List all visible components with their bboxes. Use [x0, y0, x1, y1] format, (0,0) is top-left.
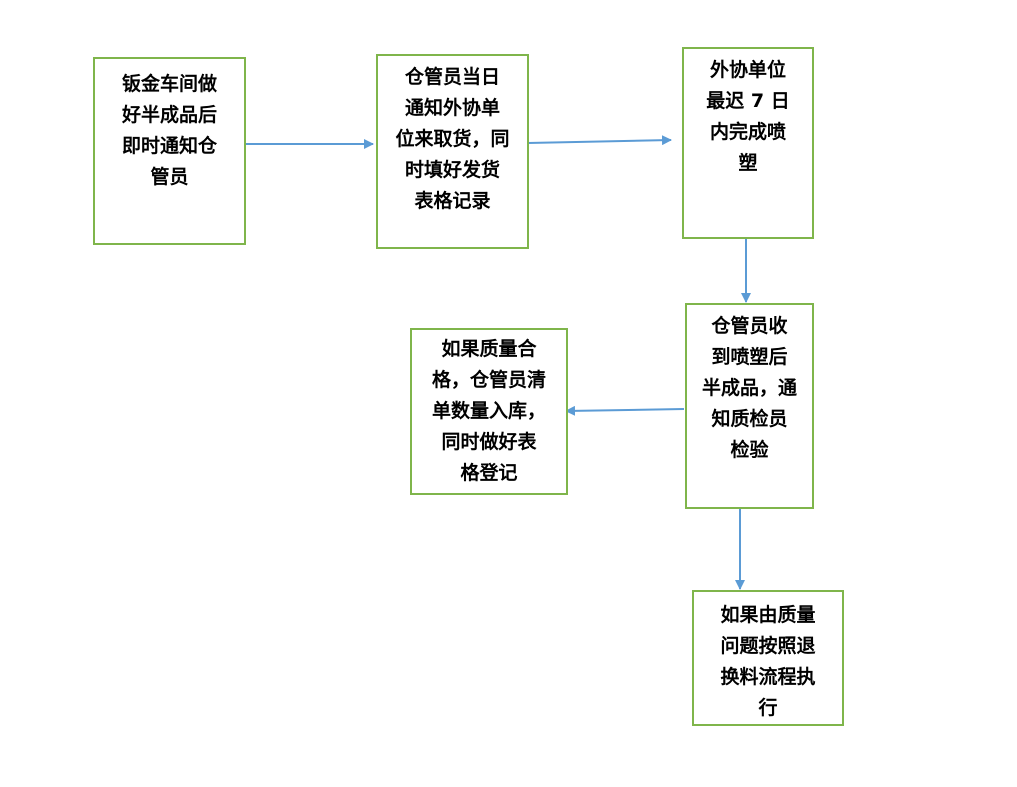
node-text: 知质检员: [711, 408, 788, 430]
node-text: 单数量入库，: [431, 400, 546, 422]
node-text: 如果质量合: [441, 338, 537, 360]
node-text: 仓管员当日: [404, 66, 500, 88]
node-text: 半成品，通: [701, 377, 797, 399]
node-text: 通知外协单: [404, 97, 500, 119]
node-text: 到喷塑后: [711, 346, 788, 368]
arrow-n2-to-n3: [527, 135, 672, 146]
flow-node-sheet-metal-notify: 钣金车间做 好半成品后 即时通知仓 管员: [93, 57, 246, 245]
node-text: 外协单位: [709, 59, 786, 81]
node-text: 如果由质量: [720, 604, 816, 626]
node-text: 位来取货，同: [395, 128, 510, 150]
node-text: 管员: [150, 166, 189, 188]
node-text: 即时通知仓: [121, 135, 217, 157]
node-text: 好半成品后: [121, 104, 217, 126]
node-text: 内完成喷: [709, 121, 786, 143]
node-text: 行: [758, 697, 778, 719]
node-text: 格登记: [460, 462, 518, 484]
node-text: 塑: [738, 152, 758, 174]
arrow-n4-to-n5: [565, 405, 685, 416]
flow-node-outsource-spray: 外协单位 最迟 7 日 内完成喷 塑: [682, 47, 814, 239]
node-text: 钣金车间做: [121, 73, 217, 95]
flow-node-quality-pass: 如果质量合 格，仓管员清 单数量入库， 同时做好表 格登记: [410, 328, 568, 495]
node-text: 时填好发货: [404, 159, 500, 181]
node-text: 问题按照退: [720, 635, 816, 657]
flow-node-warehouse-notify-outsource: 仓管员当日 通知外协单 位来取货，同 时填好发货 表格记录: [376, 54, 529, 249]
flow-node-quality-fail: 如果由质量 问题按照退 换料流程执 行: [692, 590, 844, 726]
node-text: 格，仓管员清: [431, 369, 546, 391]
node-text: 同时做好表: [441, 431, 537, 453]
node-text: 换料流程执: [720, 666, 816, 688]
node-text: 表格记录: [414, 190, 491, 212]
flow-node-receive-inspect: 仓管员收 到喷塑后 半成品，通 知质检员 检验: [685, 303, 814, 509]
node-text: 检验: [730, 439, 769, 461]
node-text: 仓管员收: [711, 315, 788, 337]
node-text: 最迟 7 日: [706, 90, 790, 112]
